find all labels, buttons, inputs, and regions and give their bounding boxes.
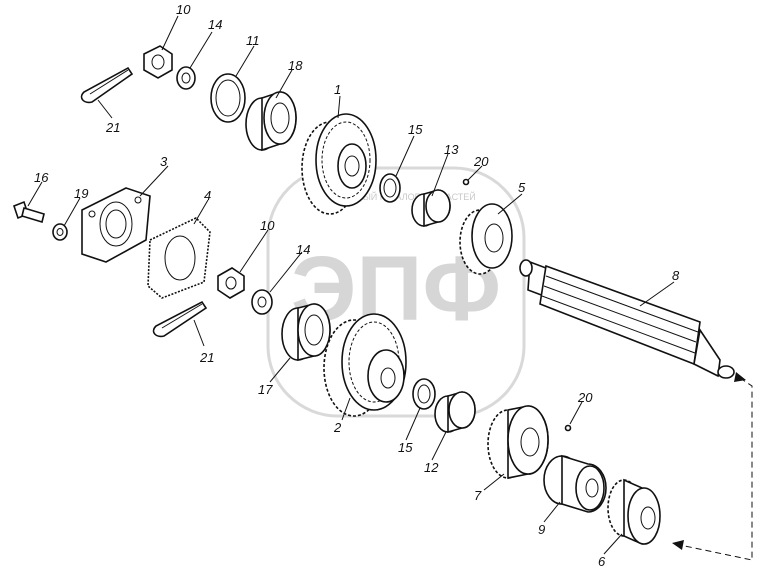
part-11-snap-ring [210,73,246,123]
callout-13: 13 [444,142,459,157]
part-16-bolt [13,200,45,224]
callout-20-upper: 20 [473,154,489,169]
part-10-castle-nut-lower [217,267,245,299]
callout-15-upper: 15 [408,122,423,137]
callout-14-upper: 14 [208,17,222,32]
callout-5: 5 [518,180,526,195]
callout-16: 16 [34,170,49,185]
part-10-castle-nut-upper [143,45,173,79]
callout-10-upper: 10 [176,2,191,17]
callout-12: 12 [424,460,439,475]
part-14-washer-lower [251,289,273,315]
callout-14-lower: 14 [296,242,310,257]
assembly-path-dashed [672,372,753,561]
callout-18: 18 [288,58,303,73]
callout-3: 3 [160,154,168,169]
part-9-sleeve [543,454,607,513]
callout-9: 9 [538,522,545,537]
part-1-gear [301,113,377,215]
part-21-cotter-pin-upper [80,66,134,104]
part-13-bushing [411,189,451,228]
part-20-ball-lower [564,424,572,432]
part-14-washer-upper [176,66,196,90]
part-19-washer [52,223,68,241]
part-7-gear [487,405,549,479]
callout-17: 17 [258,382,273,397]
part-4-gasket [147,217,211,299]
callout-2: 2 [333,420,342,435]
part-15-ring-lower [412,378,436,410]
callout-19: 19 [74,186,88,201]
callout-1: 1 [334,82,341,97]
callout-8: 8 [672,268,680,283]
callout-4: 4 [204,188,211,203]
callout-21-lower: 21 [199,350,214,365]
part-17-bearing [281,303,331,362]
callout-15-lower: 15 [398,440,413,455]
part-8-splined-shaft [519,259,735,379]
callout-20-lower: 20 [577,390,593,405]
part-12-bushing [434,391,476,434]
callout-6: 6 [598,554,606,569]
part-5-gear-small [459,203,513,275]
part-2-gear [323,313,407,417]
part-15-ring-upper [379,173,401,203]
callout-7: 7 [474,488,482,503]
part-20-ball-upper [462,178,470,186]
callout-10-lower: 10 [260,218,275,233]
part-6-gear [607,478,661,545]
callout-labels: 10 14 11 18 1 15 13 20 5 8 21 16 19 3 4 … [34,2,680,569]
part-21-cotter-pin-lower [152,300,208,338]
callout-11: 11 [246,33,260,48]
part-3-flange-cover [81,187,151,263]
callout-21-upper: 21 [105,120,120,135]
part-18-bearing [245,91,297,152]
leader-lines [27,15,675,555]
